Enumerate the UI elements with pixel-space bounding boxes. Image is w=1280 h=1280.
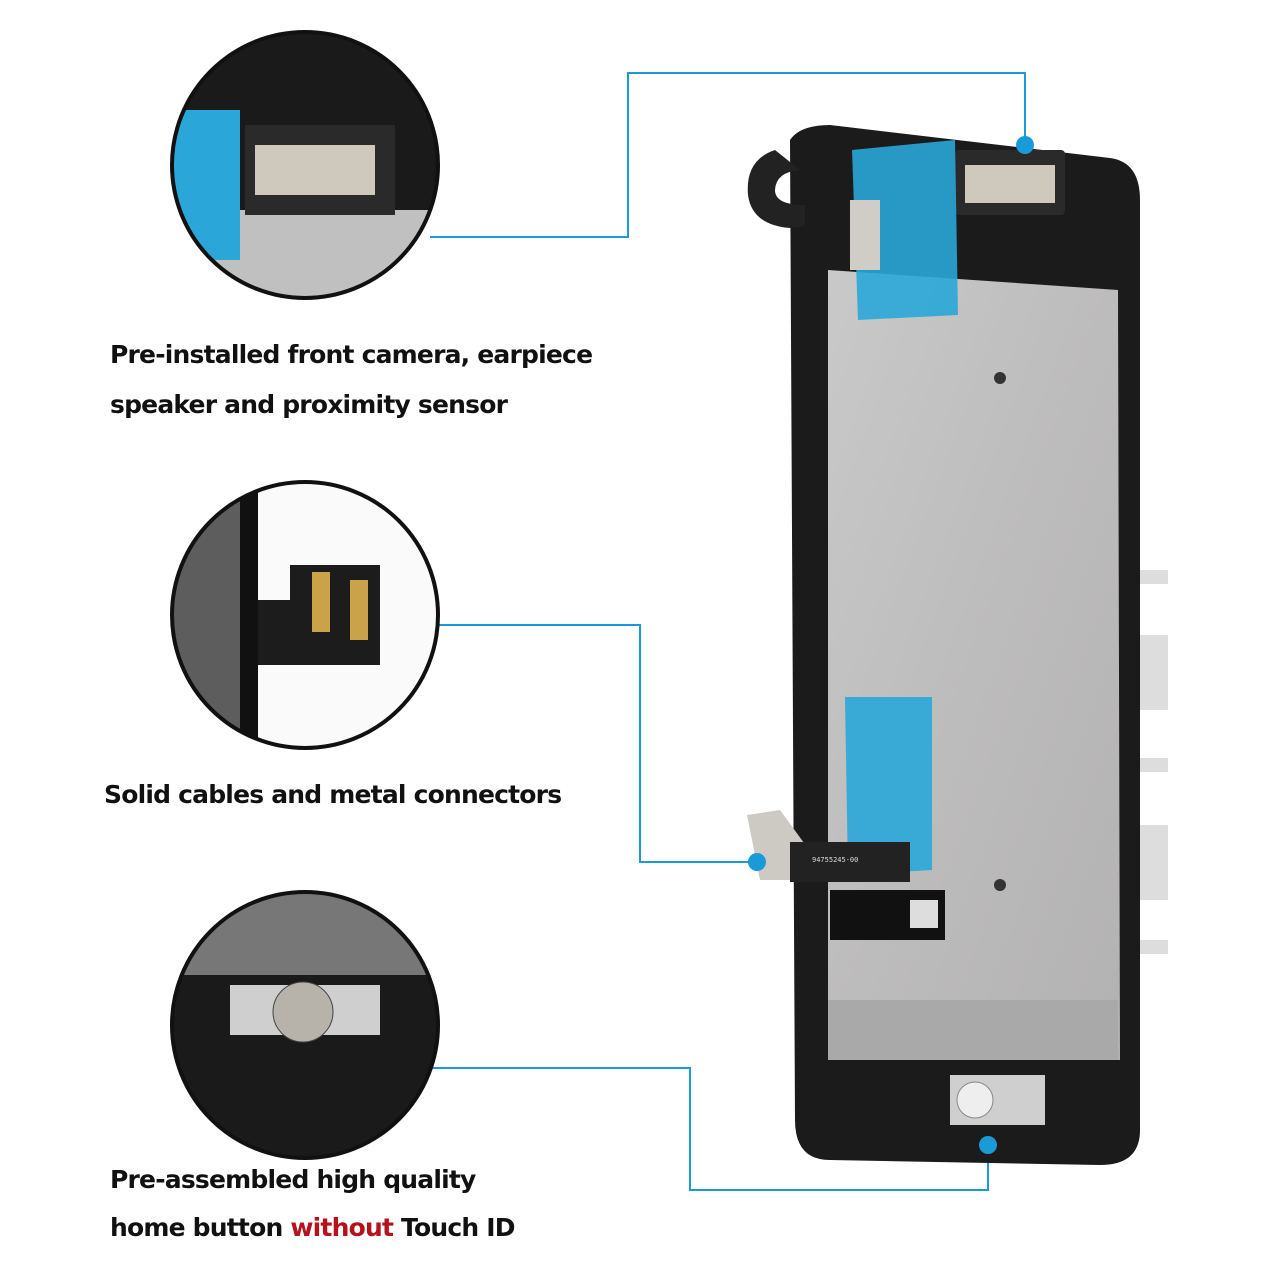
blue-tape-bottom [845,697,932,875]
callout-dot-connectors [748,853,766,871]
callout-line-connectors [437,624,757,863]
callout-dot-camera [1016,136,1034,154]
blue-tape-top [852,140,958,320]
caption-home-highlight: without [290,1213,394,1242]
caption-home-line1: Pre-assembled high quality [110,1165,476,1194]
flex-loop [747,150,805,228]
caption-camera-line2: speaker and proximity sensor [110,390,508,419]
callout-line-camera [430,72,1026,238]
detail-circle-camera [173,33,437,297]
caption-home-post: Touch ID [393,1213,516,1242]
callout-dot-home [979,1136,997,1154]
earpiece-bracket [965,165,1055,203]
callout-line-home [415,1067,989,1191]
phone-screen-assembly [747,125,1168,1165]
metal-backplate [828,270,1120,1060]
caption-camera-line1: Pre-installed front camera, earpiece [110,340,593,369]
caption-connectors: Solid cables and metal connectors [104,780,562,809]
caption-home-line2: home button without Touch ID [110,1213,516,1242]
caption-home-pre: home button [110,1213,291,1242]
part-number-label: 94755245-00 [812,856,859,864]
callout-lines [415,72,1026,1191]
